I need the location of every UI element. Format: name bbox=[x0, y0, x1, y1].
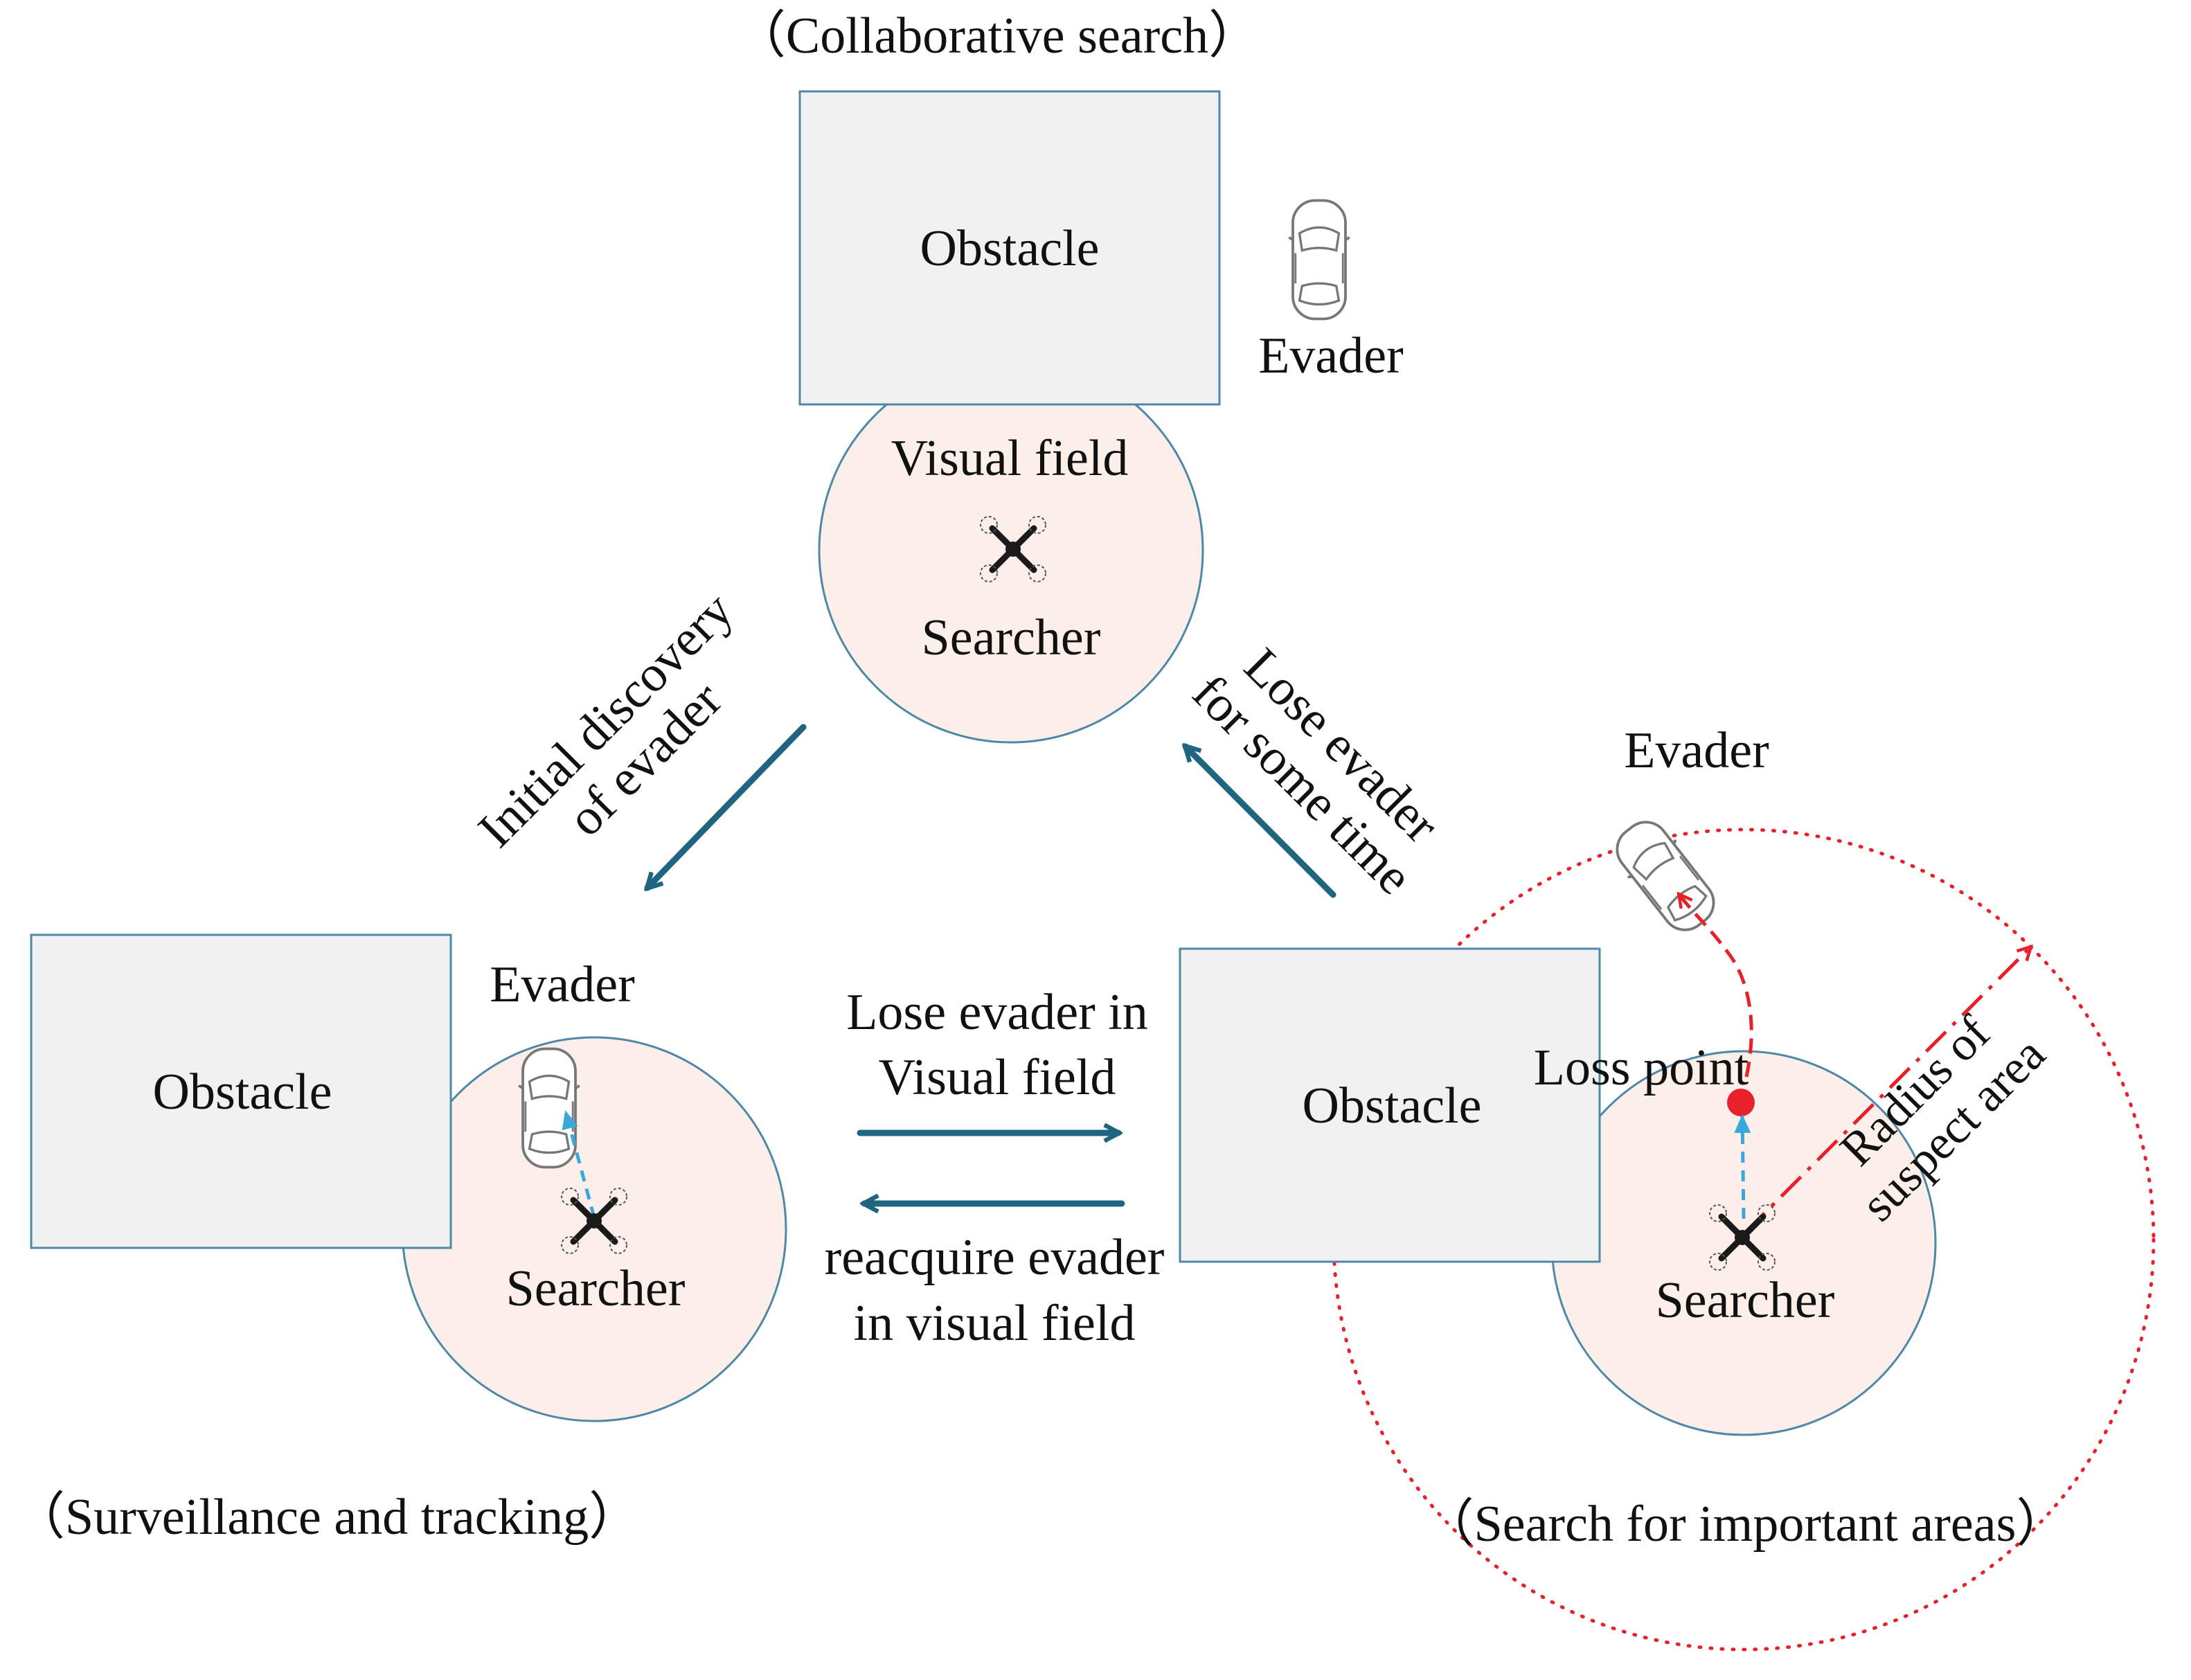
collaborative-search-state: （Collaborative search） Obstacle Visual f… bbox=[735, 8, 1404, 744]
radius-arrow bbox=[1744, 947, 2030, 1234]
obstacle-block bbox=[798, 90, 1221, 406]
transition-label-line-1: Lose evader in bbox=[846, 984, 1148, 1041]
evader-escape-path bbox=[1679, 895, 1753, 1078]
transition-lose-in-visual-field: Lose evader in Visual field bbox=[846, 984, 1148, 1133]
car-icon bbox=[517, 1047, 581, 1169]
transition-initial-discovery: Initial discovery of evader bbox=[467, 582, 807, 897]
evader-label: Evader bbox=[1624, 722, 1769, 779]
state-title-important-areas: （Search for important areas） bbox=[1423, 1496, 2068, 1553]
visual-field-circle bbox=[401, 1036, 787, 1422]
transition-reacquire: reacquire evader in visual field bbox=[825, 1204, 1165, 1352]
transition-lose-for-some-time: Lose evader for some time bbox=[1181, 638, 1449, 906]
search-important-areas-state: Obstacle Evader Loss point Searcher Radi… bbox=[1179, 722, 2156, 1652]
flow-arrow bbox=[1186, 747, 1336, 898]
state-title-surveillance: （Surveillance and tracking） bbox=[14, 1489, 640, 1546]
obstacle-label: Obstacle bbox=[153, 1064, 332, 1120]
visual-field-label: Visual field bbox=[891, 430, 1129, 487]
transition-label-line-2: Visual field bbox=[879, 1049, 1116, 1106]
obstacle-label: Obstacle bbox=[1303, 1078, 1482, 1134]
evader-label: Evader bbox=[490, 956, 635, 1013]
searcher-label: Searcher bbox=[1656, 1272, 1835, 1329]
searcher-label: Searcher bbox=[922, 609, 1101, 666]
searcher-label: Searcher bbox=[506, 1260, 686, 1317]
car-icon bbox=[1287, 199, 1351, 321]
surveillance-tracking-state: Obstacle Evader Searcher （Surveillance a… bbox=[14, 933, 787, 1546]
loss-point-marker bbox=[1727, 1089, 1755, 1116]
obstacle-block bbox=[30, 933, 452, 1249]
flow-arrow bbox=[647, 724, 807, 888]
evader-label: Evader bbox=[1258, 328, 1404, 384]
searcher-path-arrow bbox=[1734, 1114, 1751, 1219]
transition-label-line-2: in visual field bbox=[854, 1295, 1136, 1352]
state-title-collaborative: （Collaborative search） bbox=[735, 8, 1260, 64]
transition-label-line-1: reacquire evader bbox=[825, 1229, 1165, 1286]
loss-point-label: Loss point bbox=[1534, 1039, 1749, 1096]
obstacle-block bbox=[1179, 947, 1601, 1263]
obstacle-label: Obstacle bbox=[920, 220, 1100, 277]
